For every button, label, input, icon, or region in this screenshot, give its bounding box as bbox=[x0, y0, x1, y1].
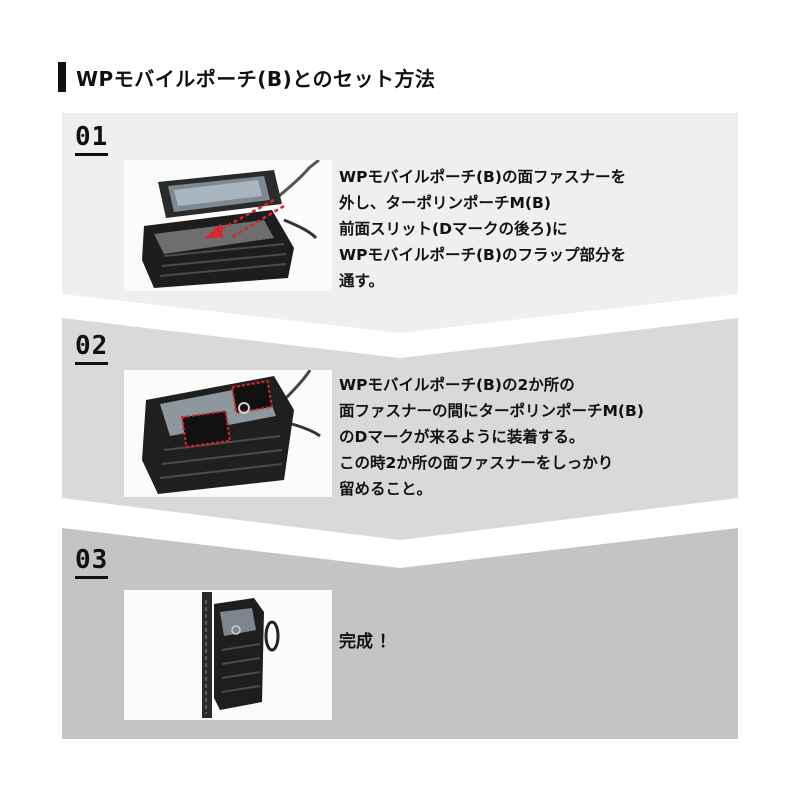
step-1-line: 前面スリット(Dマークの後ろ)に bbox=[339, 220, 568, 238]
page-title-text: WPモバイルポーチ(B)とのセット方法 bbox=[76, 66, 436, 91]
step-1-photo bbox=[124, 160, 332, 291]
title-marker bbox=[58, 62, 66, 92]
step-2-line: WPモバイルポーチ(B)の2か所の bbox=[339, 376, 575, 394]
step-1-description: WPモバイルポーチ(B)の面ファスナーを 外し、ターポリンポーチM(B) 前面ス… bbox=[339, 164, 734, 294]
step-3-number: 03 bbox=[75, 545, 109, 579]
step-1-line: 外し、ターポリンポーチM(B) bbox=[339, 194, 551, 212]
step-2-description: WPモバイルポーチ(B)の2か所の 面ファスナーの間にターポリンポーチM(B) … bbox=[339, 372, 734, 502]
step-2-line: のDマークが来るように装着する。 bbox=[339, 428, 585, 446]
step-1-line: WPモバイルポーチ(B)のフラップ部分を bbox=[339, 246, 626, 264]
step-1-pouch-illustration bbox=[124, 160, 332, 291]
step-1-line: 通す。 bbox=[339, 272, 384, 290]
step-3-description: 完成 ！ bbox=[339, 629, 734, 655]
page-title: WPモバイルポーチ(B)とのセット方法 bbox=[58, 62, 436, 92]
step-2-line: この時2か所の面ファスナーをしっかり bbox=[339, 454, 614, 472]
step-2-line: 留めること。 bbox=[339, 480, 433, 498]
step-1-line: WPモバイルポーチ(B)の面ファスナーを bbox=[339, 168, 626, 186]
step-3-line: 完成 ！ bbox=[339, 632, 396, 652]
step-2-photo bbox=[124, 370, 332, 497]
step-2-number: 02 bbox=[75, 331, 109, 365]
step-3-pouch-illustration bbox=[124, 590, 332, 720]
step-2-pouch-illustration bbox=[124, 370, 332, 497]
step-3-photo bbox=[124, 590, 332, 720]
step-1-number: 01 bbox=[75, 122, 109, 156]
step-2-line: 面ファスナーの間にターポリンポーチM(B) bbox=[339, 402, 644, 420]
